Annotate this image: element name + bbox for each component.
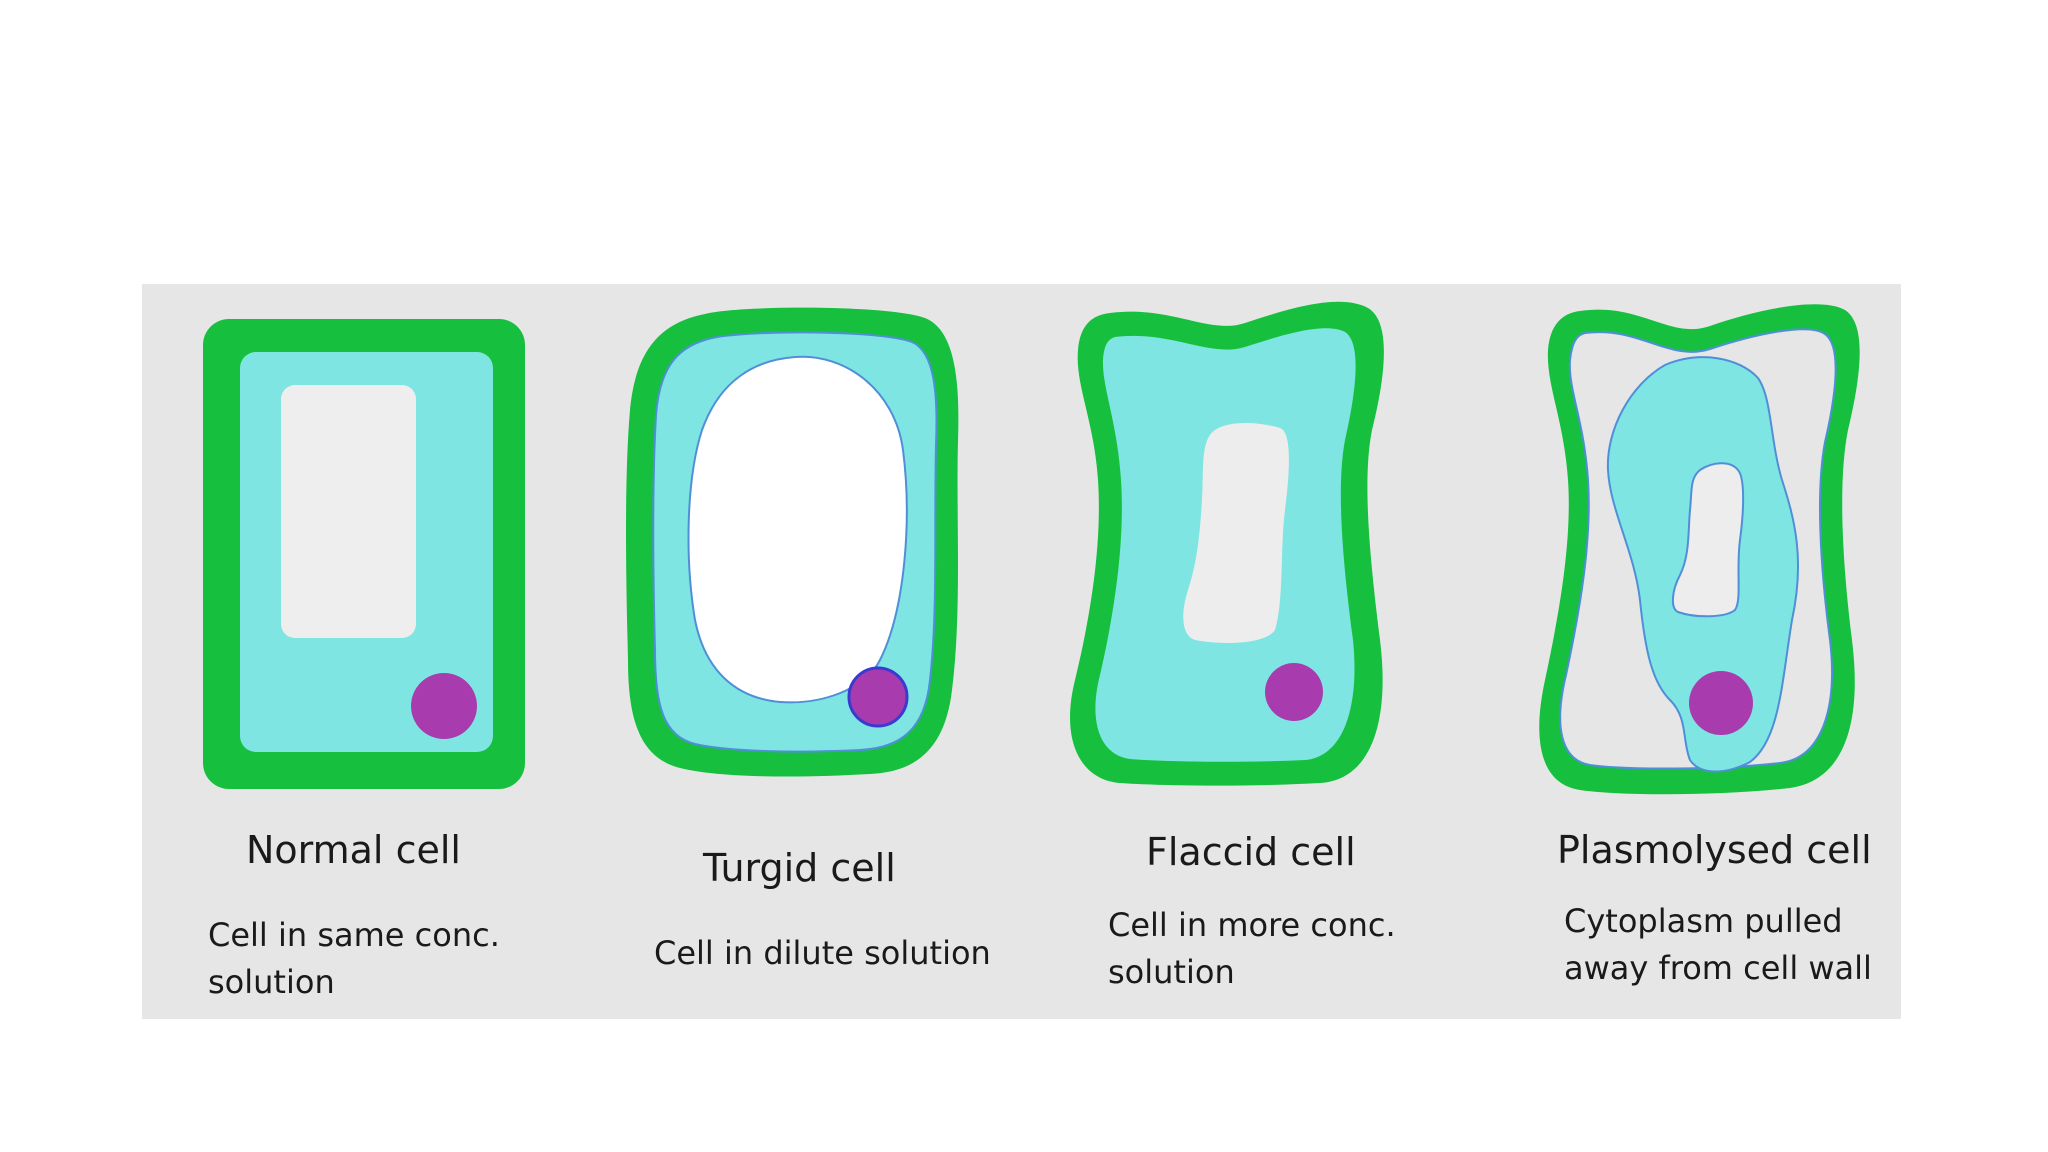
- plasmolysed-cell-description-line: Cytoplasm pulled: [1564, 902, 1843, 940]
- flaccid-cell-vacuole: [1183, 423, 1289, 643]
- normal-cell-description: Cell in same conc. solution: [208, 912, 500, 1006]
- flaccid-cell-title: Flaccid cell: [1146, 830, 1356, 874]
- flaccid-cell-figure: [1070, 301, 1384, 786]
- turgid-cell-nucleus: [847, 666, 909, 728]
- flaccid-cell-description-line: solution: [1108, 953, 1235, 991]
- normal-cell-description-line: solution: [208, 963, 335, 1001]
- turgid-cell-figure: [626, 307, 959, 777]
- turgid-cell-title: Turgid cell: [703, 846, 896, 890]
- normal-cell-vacuole: [281, 385, 416, 638]
- plasmolysed-cell-vacuole: [1672, 462, 1745, 618]
- flaccid-cell-nucleus: [1265, 663, 1323, 721]
- plasmolysed-cell-nucleus: [1689, 671, 1753, 735]
- plasmolysed-cell-title: Plasmolysed cell: [1557, 828, 1872, 872]
- plasmolysed-cell-description-line: away from cell wall: [1564, 949, 1872, 987]
- turgid-cell-description: Cell in dilute solution: [654, 930, 991, 977]
- normal-cell-nucleus: [411, 673, 477, 739]
- plasmolysed-cell-figure: [1539, 304, 1860, 795]
- plasmolysed-cell-description: Cytoplasm pulled away from cell wall: [1564, 898, 1872, 992]
- normal-cell-figure: [203, 319, 525, 789]
- turgid-cell-vacuole: [687, 355, 908, 704]
- flaccid-cell-description-line: Cell in more conc.: [1108, 906, 1396, 944]
- normal-cell-description-line: Cell in same conc.: [208, 916, 500, 954]
- turgid-cell-description-line: Cell in dilute solution: [654, 934, 991, 972]
- normal-cell-title: Normal cell: [246, 828, 461, 872]
- flaccid-cell-description: Cell in more conc. solution: [1108, 902, 1396, 996]
